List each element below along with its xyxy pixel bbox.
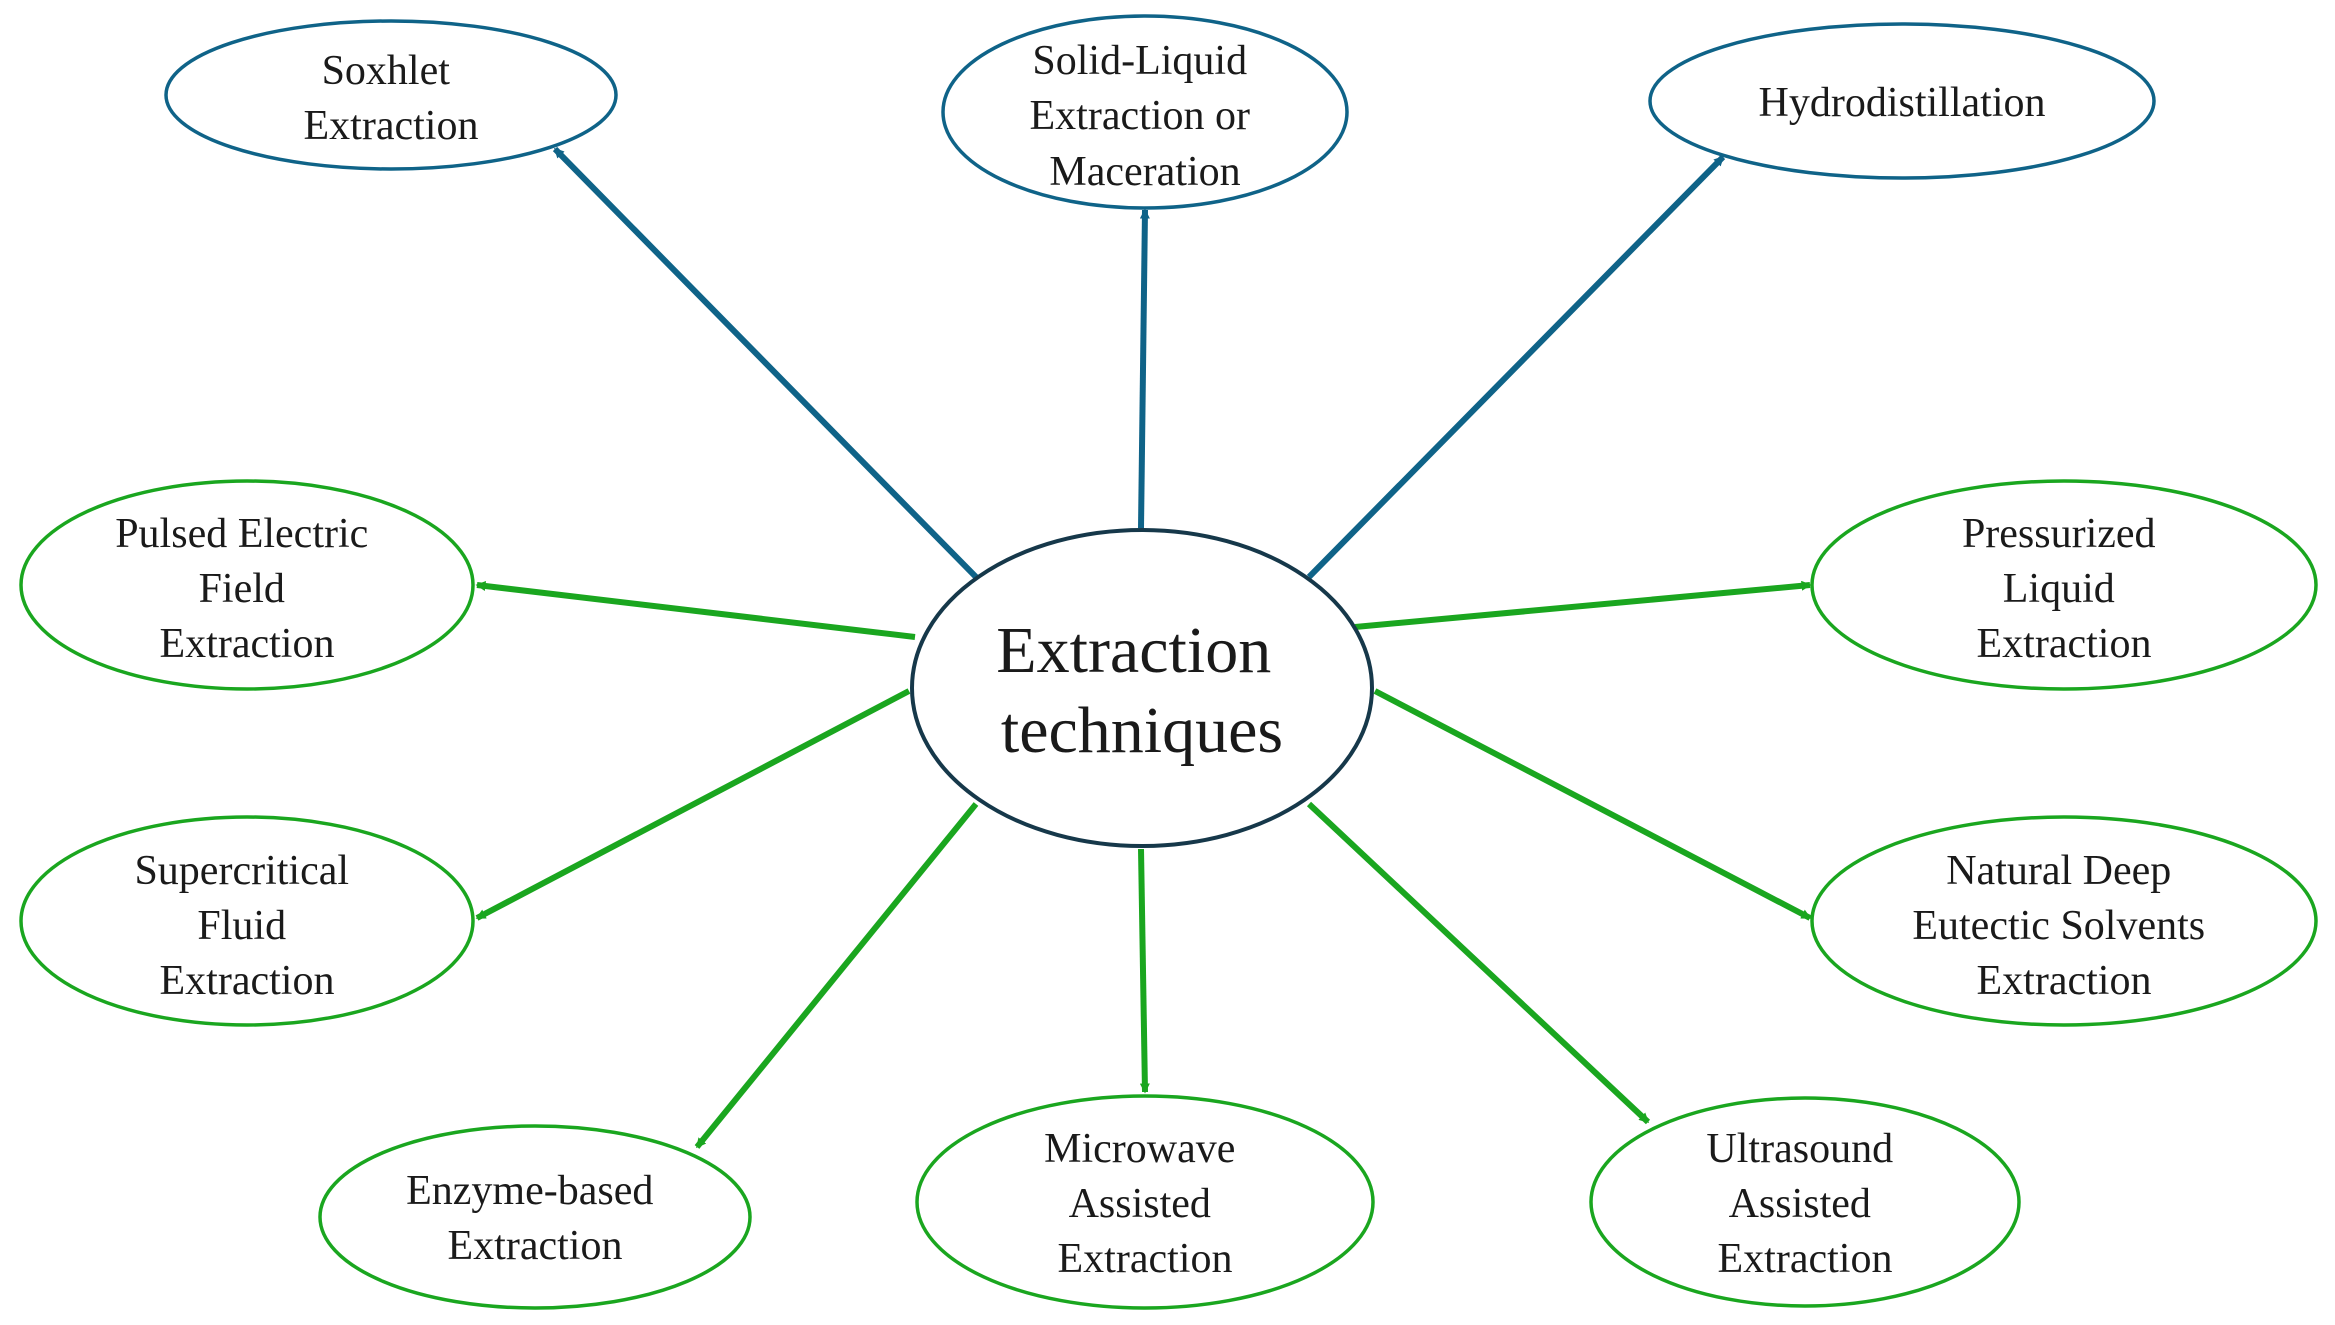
node-label-line: Natural Deep xyxy=(1946,848,2171,894)
node-label-line: Soxhlet xyxy=(322,48,451,94)
arrow-to-ultrasound-assisted xyxy=(1306,801,1651,1125)
node-label: Pressurized Liquid Extraction xyxy=(1962,511,2166,667)
node-label-line: Extraction xyxy=(1058,1236,1233,1282)
node-label-line: Extraction xyxy=(1977,958,2152,1004)
arrow-to-enzyme-based xyxy=(694,802,979,1149)
node-label-line: Extraction xyxy=(1718,1236,1893,1282)
node-label: Microwave Assisted Extraction xyxy=(1044,1126,1246,1282)
arrow-to-nades xyxy=(1373,688,1812,921)
center-ellipse xyxy=(910,528,1374,848)
node-ellipse xyxy=(19,815,475,1027)
node-label-line: Extraction xyxy=(448,1223,623,1269)
node-label-line: Field xyxy=(199,566,285,612)
node-label-line: Solid-Liquid xyxy=(1032,38,1247,84)
node-pulsed-electric-field: Pulsed Electric Field Extraction xyxy=(19,479,475,691)
node-label-line: Microwave xyxy=(1044,1126,1235,1172)
node-ellipse xyxy=(941,14,1349,210)
arrow-to-pulsed-electric-field xyxy=(475,581,916,640)
center-label: Extraction techniques xyxy=(996,614,1287,767)
node-ellipse xyxy=(1810,815,2318,1027)
node-label: Hydrodistillation xyxy=(1759,80,2046,126)
node-pressurized-liquid: Pressurized Liquid Extraction xyxy=(1810,479,2318,691)
node-soxhlet: Soxhlet Extraction xyxy=(164,19,618,171)
center-label-line: Extraction xyxy=(996,614,1271,687)
node-nades: Natural Deep Eutectic Solvents Extractio… xyxy=(1810,815,2318,1027)
arrow-to-pressurized-liquid xyxy=(1354,580,1812,630)
center-node: Extraction techniques xyxy=(910,528,1374,848)
node-label: Enzyme-based Extraction xyxy=(406,1168,664,1269)
node-label-line: Extraction xyxy=(160,621,335,667)
node-label-line: Extraction xyxy=(304,103,479,149)
arrow-to-solid-liquid xyxy=(1138,208,1150,529)
node-ellipse xyxy=(915,1094,1375,1310)
node-ellipse xyxy=(318,1124,752,1310)
node-label: Pulsed Electric Field Extraction xyxy=(115,511,379,667)
node-solid-liquid: Solid-Liquid Extraction or Maceration xyxy=(941,14,1349,210)
node-label-line: Maceration xyxy=(1049,149,1240,195)
node-label: Natural Deep Eutectic Solvents Extractio… xyxy=(1912,848,2215,1004)
node-label: Supercritical Fluid Extraction xyxy=(134,848,359,1004)
node-enzyme-based: Enzyme-based Extraction xyxy=(318,1124,752,1310)
center-label-line: techniques xyxy=(1001,694,1283,767)
arrow-to-supercritical-fluid xyxy=(475,688,911,921)
node-label-line: Extraction xyxy=(1977,621,2152,667)
node-ultrasound-assisted: Ultrasound Assisted Extraction xyxy=(1589,1096,2021,1308)
node-supercritical-fluid: Supercritical Fluid Extraction xyxy=(19,815,475,1027)
node-microwave-assisted: Microwave Assisted Extraction xyxy=(915,1094,1375,1310)
node-label-line: Supercritical xyxy=(134,848,349,894)
node-label-line: Extraction xyxy=(160,958,335,1004)
node-label-line: Assisted xyxy=(1729,1181,1871,1227)
node-ellipse xyxy=(164,19,618,171)
arrow-to-hydrodistillation xyxy=(1306,154,1726,580)
node-label: Soxhlet Extraction xyxy=(304,48,479,149)
node-label-line: Liquid xyxy=(2003,566,2115,612)
node-label-line: Hydrodistillation xyxy=(1759,80,2046,126)
node-label-line: Fluid xyxy=(197,903,286,949)
node-ellipse xyxy=(1648,22,2156,180)
node-label-line: Assisted xyxy=(1069,1181,1211,1227)
node-ellipse xyxy=(1810,479,2318,691)
node-ellipse xyxy=(1589,1096,2021,1308)
node-label-line: Ultrasound xyxy=(1706,1126,1893,1172)
node-label: Solid-Liquid Extraction or Maceration xyxy=(1030,38,1261,195)
node-label-line: Eutectic Solvents xyxy=(1912,903,2205,949)
node-label-line: Extraction or xyxy=(1030,93,1250,139)
node-label-line: Pressurized xyxy=(1962,511,2156,557)
node-label: Ultrasound Assisted Extraction xyxy=(1706,1126,1903,1282)
node-ellipse xyxy=(19,479,475,691)
node-label-line: Pulsed Electric xyxy=(115,511,368,557)
arrow-to-soxhlet xyxy=(552,146,979,580)
arrow-to-microwave-assisted xyxy=(1138,848,1150,1094)
node-hydrodistillation: Hydrodistillation xyxy=(1648,22,2156,180)
node-label-line: Enzyme-based xyxy=(406,1168,653,1214)
